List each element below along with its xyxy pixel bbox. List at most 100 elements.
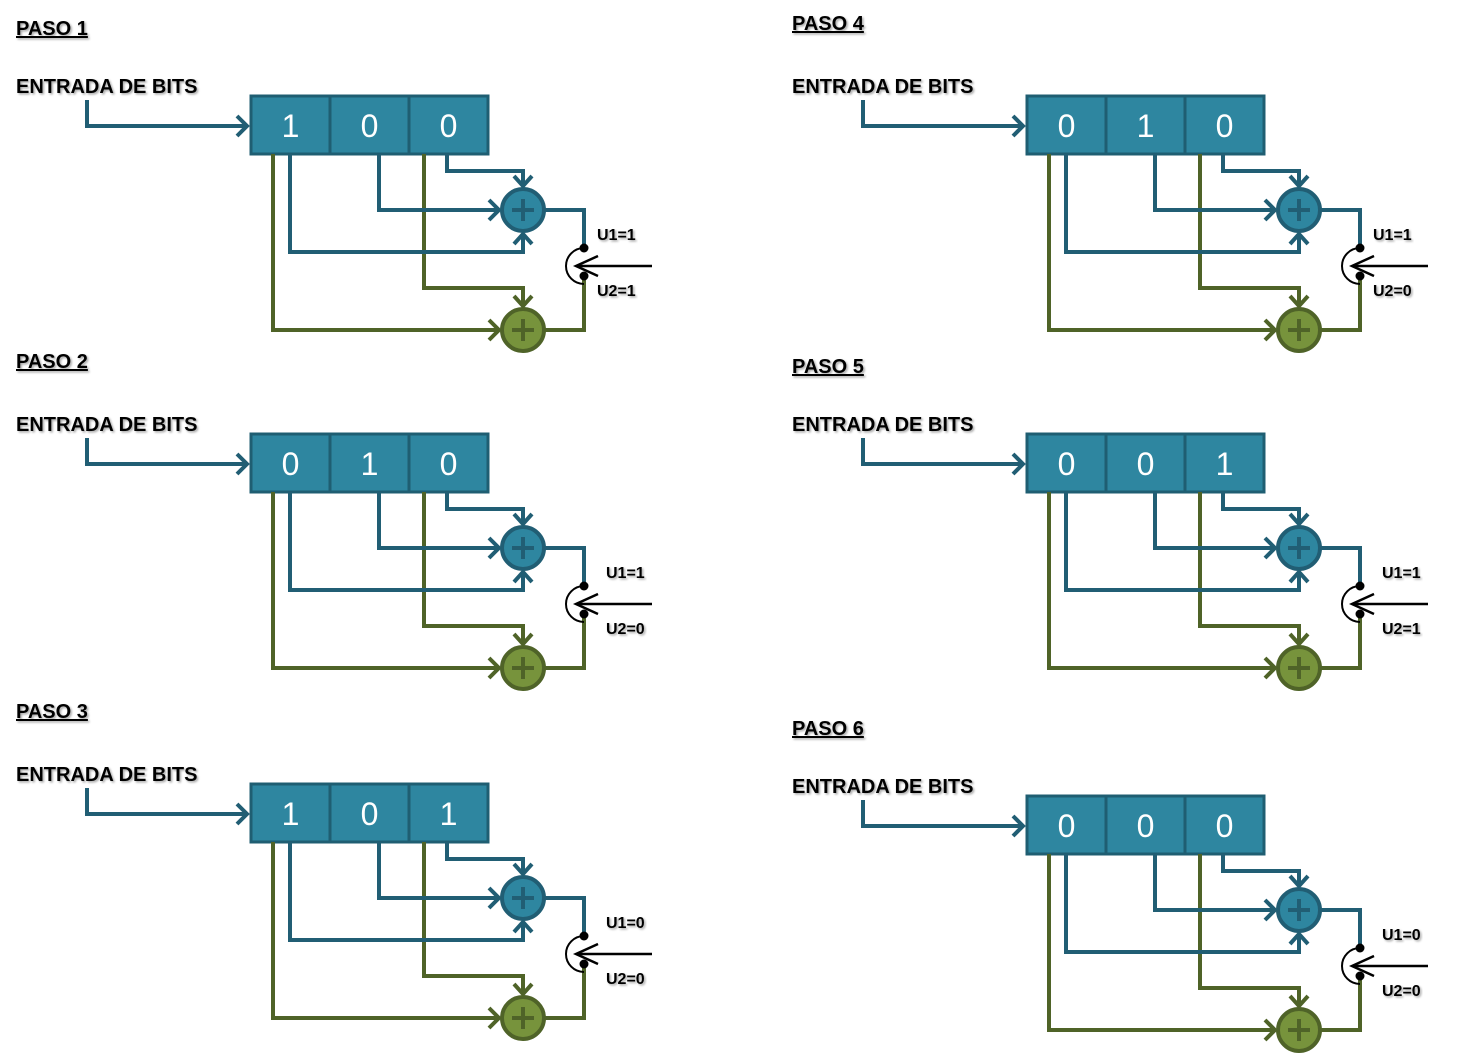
green-adder-icon xyxy=(500,307,546,353)
u1-output-label: U1=1 xyxy=(606,565,645,582)
u1-output-line xyxy=(1320,908,1362,948)
step-title: PASO 1 xyxy=(16,18,88,40)
register-cell xyxy=(1183,94,1266,156)
blue-tap-line xyxy=(1064,492,1301,592)
output-switch-icon xyxy=(565,243,652,285)
arrow-head-icon xyxy=(512,294,534,309)
u2-output-label: U2=0 xyxy=(1373,283,1412,300)
green-adder-icon xyxy=(500,645,546,691)
arrow-head-icon xyxy=(235,802,250,826)
arrow-head-icon xyxy=(487,886,502,910)
arrow-head-icon xyxy=(1263,536,1278,560)
step-title: PASO 3 xyxy=(16,701,88,723)
arrow-head-icon xyxy=(487,1006,502,1030)
blue-adder-icon xyxy=(1276,187,1322,233)
register-bit: 0 xyxy=(1137,446,1155,482)
green-adder-icon xyxy=(1276,645,1322,691)
u2-output-line xyxy=(1320,614,1362,670)
bit-input-line xyxy=(861,100,1023,128)
register-bit: 1 xyxy=(440,796,458,832)
bit-input-line xyxy=(861,438,1023,466)
green-tap-line xyxy=(422,492,525,644)
bit-input-line xyxy=(85,438,247,466)
blue-tap-line xyxy=(1221,154,1301,186)
u1-output-line xyxy=(544,896,586,936)
u1-output-label: U1=0 xyxy=(1382,927,1421,944)
arrow-head-icon xyxy=(512,512,534,527)
arrow-head-icon xyxy=(487,536,502,560)
bit-input-line xyxy=(861,800,1023,828)
register-bit: 1 xyxy=(1216,446,1234,482)
register-bit: 0 xyxy=(1216,108,1234,144)
blue-tap-line xyxy=(1153,492,1275,550)
step-title: PASO 5 xyxy=(792,356,864,378)
blue-tap-line xyxy=(445,492,525,524)
register-bit: 0 xyxy=(361,108,379,144)
arrow-head-icon xyxy=(512,919,534,934)
green-tap-line xyxy=(1047,154,1275,332)
arrow-head-icon xyxy=(512,862,534,877)
green-tap-line xyxy=(271,154,499,332)
green-tap-line xyxy=(271,842,499,1020)
blue-adder-icon xyxy=(500,525,546,571)
bit-input-label: ENTRADA DE BITS xyxy=(16,76,197,98)
register-cell xyxy=(407,432,490,494)
u1-output-line xyxy=(544,208,586,248)
u1-output-line xyxy=(544,546,586,586)
register-bit: 1 xyxy=(282,108,300,144)
arrow-head-icon xyxy=(487,656,502,680)
output-switch-icon xyxy=(565,581,652,623)
register-bit: 0 xyxy=(440,446,458,482)
register-bit: 0 xyxy=(1216,808,1234,844)
bit-input-line xyxy=(85,100,247,128)
output-switch-icon xyxy=(1341,581,1428,623)
u1-output-label: U1=0 xyxy=(606,915,645,932)
green-tap-line xyxy=(422,154,525,306)
arrow-head-icon xyxy=(235,114,250,138)
u1-output-line xyxy=(1320,546,1362,586)
blue-adder-icon xyxy=(500,187,546,233)
blue-tap-line xyxy=(377,154,499,212)
arrow-head-icon xyxy=(1288,231,1310,246)
register-bit: 0 xyxy=(440,108,458,144)
u2-output-line xyxy=(544,614,586,670)
arrow-head-icon xyxy=(512,982,534,997)
arrow-head-icon xyxy=(1011,114,1026,138)
green-tap-line xyxy=(1047,492,1275,670)
arrow-head-icon xyxy=(1288,874,1310,889)
register-cell xyxy=(1183,794,1266,856)
register-cell xyxy=(328,94,411,156)
arrow-head-icon xyxy=(512,632,534,647)
blue-adder-icon xyxy=(500,875,546,921)
register-cell xyxy=(1104,794,1187,856)
register-cell xyxy=(249,782,332,844)
arrow-head-icon xyxy=(1288,994,1310,1009)
blue-tap-line xyxy=(1221,854,1301,886)
blue-tap-line xyxy=(377,842,499,900)
bit-input-label: ENTRADA DE BITS xyxy=(16,764,197,786)
register-bit: 0 xyxy=(1058,108,1076,144)
arrow-head-icon xyxy=(487,318,502,342)
u2-output-label: U2=1 xyxy=(1382,621,1421,638)
u1-output-label: U1=1 xyxy=(1373,227,1412,244)
register-bit: 0 xyxy=(1137,808,1155,844)
blue-tap-line xyxy=(445,154,525,186)
bit-input-label: ENTRADA DE BITS xyxy=(792,776,973,798)
green-adder-icon xyxy=(1276,307,1322,353)
register-bit: 1 xyxy=(1137,108,1155,144)
bit-input-label: ENTRADA DE BITS xyxy=(792,76,973,98)
u1-output-line xyxy=(1320,208,1362,248)
step-title: PASO 6 xyxy=(792,718,864,740)
register-bit: 0 xyxy=(361,796,379,832)
arrow-head-icon xyxy=(512,231,534,246)
blue-tap-line xyxy=(1153,154,1275,212)
u2-output-label: U2=0 xyxy=(606,621,645,638)
blue-tap-line xyxy=(1153,854,1275,912)
